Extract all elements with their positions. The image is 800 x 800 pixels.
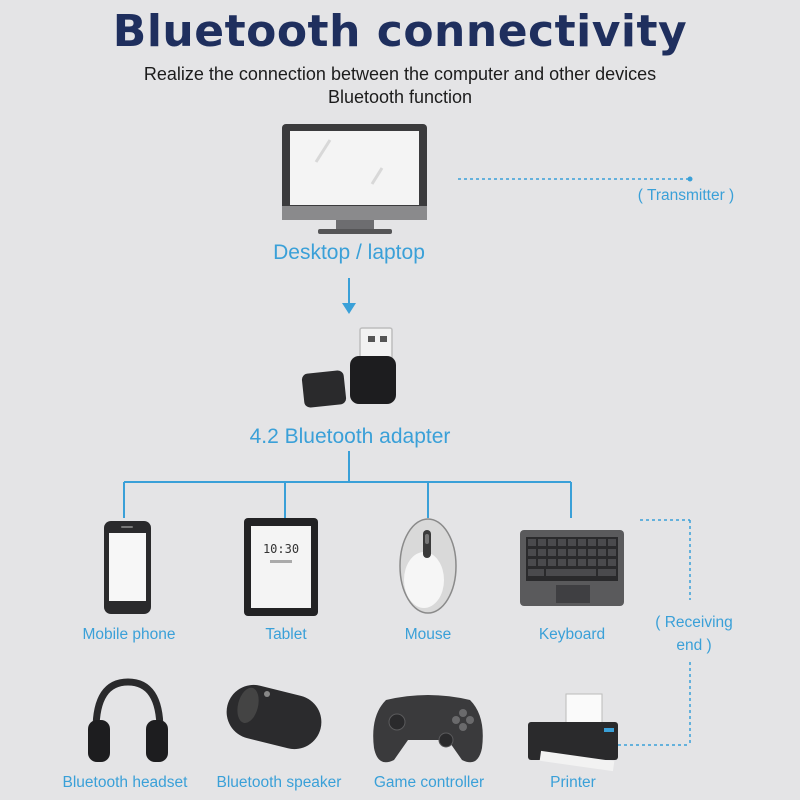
receiving-end-label-line-1: ( Receiving <box>655 614 733 631</box>
subtitle-line-1: Realize the connection between the compu… <box>143 64 657 84</box>
smartphone-icon <box>104 521 151 614</box>
receiver-label-game-controller: Game controller <box>373 774 485 791</box>
receiver-label-mouse: Mouse <box>404 626 452 643</box>
monitor-icon <box>282 124 427 234</box>
desktop-laptop-label: Desktop / laptop <box>273 241 425 264</box>
speaker-icon <box>226 684 322 750</box>
gamepad-icon <box>373 695 483 763</box>
mouse-icon <box>399 518 457 614</box>
tablet-icon: 10:30 <box>244 518 318 616</box>
receiving-end-label-line-2: end ) <box>676 637 712 654</box>
page-title: Bluetooth connectivity <box>112 6 688 57</box>
usb-dongle-icon <box>301 327 396 408</box>
receiving-connector <box>618 519 691 746</box>
transmitter-connector <box>458 176 693 182</box>
headphones-icon <box>88 678 168 762</box>
receiver-label-mobile-phone: Mobile phone <box>82 626 176 643</box>
subtitle-line-2: Bluetooth function <box>327 87 473 107</box>
receiver-label-printer: Printer <box>550 774 596 791</box>
printer-icon <box>528 693 618 772</box>
transmitter-label: ( Transmitter ) <box>637 187 735 204</box>
tablet-screen-time: 10:30 <box>263 542 299 556</box>
receiver-label-bluetooth-speaker: Bluetooth speaker <box>216 774 342 791</box>
adapter-label: 4.2 Bluetooth adapter <box>249 425 451 448</box>
receiver-label-tablet: Tablet <box>265 626 307 643</box>
receiver-label-keyboard: Keyboard <box>538 626 606 643</box>
tree-connector <box>123 451 572 518</box>
receiver-label-bluetooth-headset: Bluetooth headset <box>62 774 188 791</box>
arrow-down-icon <box>342 278 356 314</box>
keyboard-icon <box>520 530 624 606</box>
